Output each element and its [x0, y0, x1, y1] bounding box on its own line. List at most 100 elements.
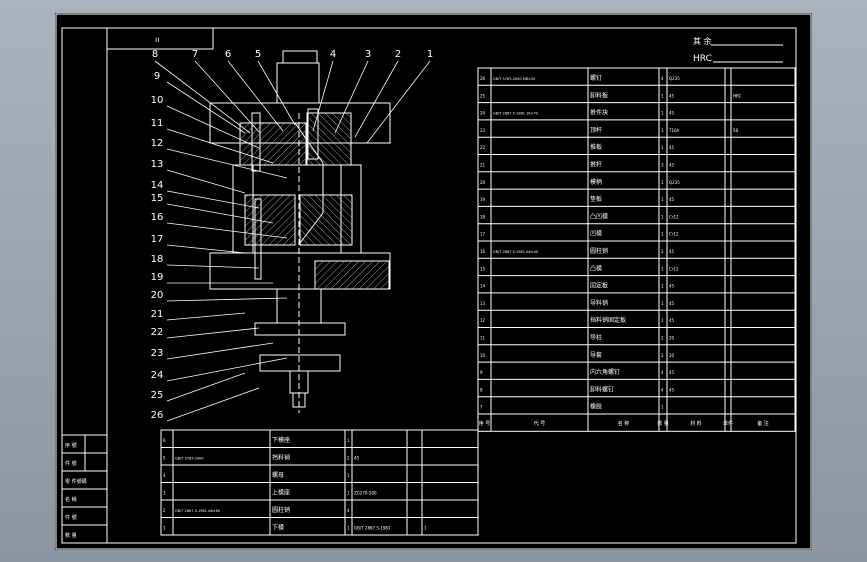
bom-cell-code: GB/T 2867.5-1981 16×70 [493, 112, 538, 116]
bom-cell-no: 23 [480, 128, 486, 133]
leader-line [227, 60, 284, 132]
bom-cell-no: 16 [480, 249, 486, 254]
bom-cell-material: 45 [669, 93, 675, 98]
bom-cell-code: GB/T 2867.5-1981 A6×40 [493, 250, 538, 254]
leader-line [354, 60, 399, 138]
die-block-left [244, 194, 296, 246]
balloon-number: 16 [151, 212, 164, 223]
bom-cell-material: 45 [669, 284, 675, 289]
leader-line [312, 60, 334, 132]
bom-cell-material: 45 [669, 145, 675, 150]
bom-cell-material: Q235 [669, 180, 680, 185]
bom-cell-qty: 1 [661, 145, 664, 150]
balloon-number: 3 [365, 49, 371, 60]
bom-cell-no: 11 [480, 336, 486, 341]
bom-cell-material: 20 [669, 353, 675, 358]
punch-profile [294, 122, 324, 244]
lower-cell-code: GB/T 2867.5-1981 A6×60 [175, 509, 220, 513]
bom-header-cell: 材 料 [690, 420, 702, 427]
lower-cell-extra: 1 [424, 526, 427, 531]
bom-cell-name: 卸料板 [590, 91, 608, 99]
balloon-number: 15 [151, 193, 164, 204]
balloon-number: 1 [427, 49, 433, 60]
bom-cell-name: 挡料销固定板 [590, 316, 626, 324]
balloon-number: 10 [151, 95, 164, 106]
screw-right [307, 108, 319, 160]
bom-cell-qty: 4 [661, 76, 664, 81]
bom-cell-material: 45 [669, 249, 675, 254]
bom-cell-no: 9 [480, 370, 483, 375]
balloon-number: 8 [152, 49, 158, 60]
bom-cell-name: 圆柱销 [590, 247, 608, 255]
lower-cell-material: 45 [354, 456, 360, 461]
bom-cell-qty: 1 [661, 318, 664, 323]
balloon-number: 7 [192, 49, 198, 60]
leader-line [166, 342, 274, 360]
hardness-note-label: HRC [693, 54, 712, 64]
bom-cell-name: 内六角螺钉 [590, 368, 620, 376]
leader-line [166, 148, 288, 179]
bom-cell-material: Cr12 [669, 266, 679, 271]
bom-cell-qty: 1 [661, 405, 664, 410]
leader-line [257, 60, 296, 126]
bom-cell-material: Cr12 [669, 232, 679, 237]
bom-cell-name: 凸模 [590, 264, 602, 272]
bom-cell-no: 20 [480, 180, 486, 185]
bom-cell-name: 固定板 [590, 282, 608, 290]
bom-cell-qty: 1 [661, 111, 664, 116]
lower-cell-name: 螺母 [272, 471, 284, 479]
rubber-buffer [259, 354, 341, 372]
leader-line [166, 222, 288, 239]
lower-cell-no: 1 [163, 526, 166, 531]
leader-line [366, 60, 431, 144]
bom-cell-extra: 58 [733, 128, 739, 133]
lower-cell-material: ZG270-500 [354, 491, 377, 496]
bom-cell-qty: 2 [661, 336, 664, 341]
bom-cell-qty: 1 [661, 284, 664, 289]
lower-cell-code: GB/T 5783-2000 [175, 457, 204, 461]
balloon-number: 22 [151, 327, 164, 338]
bom-cell-no: 18 [480, 214, 486, 219]
leader-line [166, 327, 260, 339]
balloon-number: 9 [154, 71, 160, 82]
bom-header-cell: 序 号 [479, 420, 491, 427]
push-plate [254, 322, 346, 336]
bom-cell-no: 22 [480, 145, 486, 150]
lower-cell-material: GB/T 2867.5-1981 [354, 526, 391, 531]
top-left-label: ıı [155, 35, 159, 44]
side-cell: 件 號 [65, 514, 77, 521]
pin-left [254, 198, 262, 280]
bom-cell-no: 21 [480, 163, 486, 168]
top-label-box [106, 27, 214, 50]
balloon-number: 6 [225, 49, 231, 60]
shank-top [282, 50, 318, 64]
bom-cell-qty: 1 [661, 214, 664, 219]
leader-line [334, 60, 369, 134]
bom-cell-no: 13 [480, 301, 486, 306]
bom-cell-material: 45 [669, 163, 675, 168]
balloon-number: 26 [151, 410, 164, 421]
balloon-number: 4 [330, 49, 336, 60]
bom-cell-no: 24 [480, 111, 486, 116]
leader-line [154, 60, 251, 134]
balloon-number: 17 [151, 234, 164, 245]
bom-cell-name: 推杆 [590, 161, 602, 169]
bom-cell-material: 45 [669, 301, 675, 306]
bom-cell-no: 15 [480, 266, 486, 271]
bom-cell-qty: 1 [661, 93, 664, 98]
leader-line [166, 387, 260, 422]
lower-cell-name: 上模座 [272, 489, 290, 497]
punch-holder [306, 112, 352, 166]
bom-cell-material: 45 [669, 370, 675, 375]
lower-cell-qty: 2 [347, 456, 350, 461]
lower-cell-no: 5 [163, 456, 166, 461]
bom-cell-material: 45 [669, 197, 675, 202]
bom-cell-material: T10A [668, 128, 680, 133]
lower-cell-qty: 1 [347, 526, 350, 531]
leader-line [194, 60, 261, 134]
